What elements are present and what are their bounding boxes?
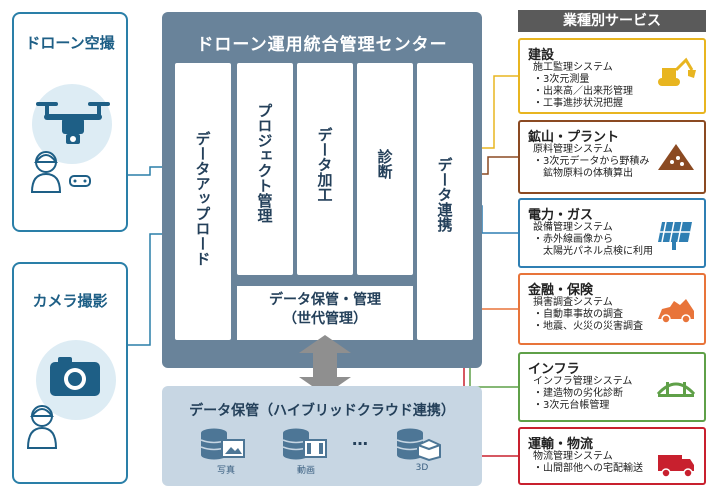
column-data-integration: データ連携 xyxy=(417,63,473,340)
database-3d-icon xyxy=(396,428,441,462)
service-line: インフラ管理システム xyxy=(533,376,633,387)
service-title: 電力・ガス xyxy=(528,208,594,223)
camera-icon xyxy=(26,357,100,449)
label-photo: 写真 xyxy=(216,466,235,476)
service-line: 物流管理システム xyxy=(533,451,613,462)
service-line: ・地震、火災の災害調査 xyxy=(533,321,643,332)
ellipsis: … xyxy=(352,430,368,449)
column-project-management: プロジェクト管理 xyxy=(237,63,293,275)
database-photo-icon xyxy=(200,428,245,460)
drone-icon xyxy=(30,102,110,193)
service-title: 建設 xyxy=(528,48,555,63)
service-line: ・3次元データから野積み xyxy=(533,156,650,167)
service-title: インフラ xyxy=(528,362,580,377)
service-finance-insurance: 金融・保険損害調査システム・自動車事故の調査・地震、火災の災害調査 xyxy=(518,273,706,345)
service-title: 鉱山・プラント xyxy=(528,130,620,145)
service-line: 原料管理システム xyxy=(533,144,613,155)
service-description: 施工監理システム・3次元測量・出来高／出来形管理・工事進捗状況把握 xyxy=(533,62,633,110)
excavator-icon xyxy=(656,54,696,94)
bottom-title: データ保管（ハイブリッドクラウド連携） xyxy=(189,403,455,419)
service-line: 損害調査システム xyxy=(533,297,613,308)
center-title: ドローン運用統合管理センター xyxy=(196,35,448,55)
service-line: ・3次元台帳管理 xyxy=(533,400,610,411)
service-infrastructure: インフラインフラ管理システム・建造物の劣化診断・3次元台帳管理 xyxy=(518,352,706,422)
service-description: 設備管理システム・赤外線画像から 太陽光パネル点検に利用 xyxy=(533,222,653,258)
service-line: ・自動車事故の調査 xyxy=(533,309,623,320)
truck-icon xyxy=(656,443,696,483)
hybrid-cloud-storage: データ保管（ハイブリッドクラウド連携） 写真 動画 … 3D xyxy=(162,386,482,486)
database-video-icon xyxy=(282,428,327,460)
service-transport-logistics: 運輸・物流物流管理システム・山間部他への宅配輸送 xyxy=(518,427,706,485)
service-mining-plant: 鉱山・プラント原料管理システム・3次元データから野積み 鉱物原料の体積算出 xyxy=(518,120,706,194)
column-diagnosis: 診断 xyxy=(357,63,413,275)
drone-title: ドローン空撮 xyxy=(25,34,115,52)
service-line: 鉱物原料の体積算出 xyxy=(533,168,633,179)
service-description: 原料管理システム・3次元データから野積み 鉱物原料の体積算出 xyxy=(533,144,649,180)
services-header: 業種別サービス xyxy=(518,10,706,32)
service-line: ・出来高／出来形管理 xyxy=(533,86,633,97)
label-video: 動画 xyxy=(296,466,315,476)
service-title: 金融・保険 xyxy=(528,283,594,298)
service-description: 物流管理システム・山間部他への宅配輸送 xyxy=(533,451,643,475)
double-arrow-icon xyxy=(299,335,351,395)
service-line: 施工監理システム xyxy=(533,62,613,73)
storage-management-box: データ保管・管理 （世代管理） xyxy=(237,286,413,340)
service-description: インフラ管理システム・建造物の劣化診断・3次元台帳管理 xyxy=(533,376,632,412)
service-line: ・赤外線画像から xyxy=(533,234,613,245)
service-line: 設備管理システム xyxy=(533,222,613,233)
service-line: 太陽光パネル点検に利用 xyxy=(533,246,653,257)
ore-pile-icon xyxy=(656,136,696,176)
car-accident-icon xyxy=(656,289,696,329)
service-line: ・工事進捗状況把握 xyxy=(533,98,623,109)
solar-panel-icon xyxy=(656,214,696,254)
label-3d: 3D xyxy=(415,463,429,473)
service-description: 損害調査システム・自動車事故の調査・地震、火災の災害調査 xyxy=(533,297,643,333)
service-title: 運輸・物流 xyxy=(528,437,594,452)
column-data-processing: データ加工 xyxy=(297,63,353,275)
service-line: ・建造物の劣化診断 xyxy=(533,388,623,399)
bridge-icon xyxy=(656,368,696,408)
service-power-gas: 電力・ガス設備管理システム・赤外線画像から 太陽光パネル点検に利用 xyxy=(518,198,706,268)
service-line: ・山間部他への宅配輸送 xyxy=(533,463,643,474)
column-data-upload: データアップロード xyxy=(175,63,231,340)
drone-box: ドローン空撮 xyxy=(12,12,128,232)
service-line: ・3次元測量 xyxy=(533,74,590,85)
camera-title: カメラ撮影 xyxy=(32,292,108,310)
camera-box: カメラ撮影 xyxy=(12,262,128,484)
service-construction: 建設施工監理システム・3次元測量・出来高／出来形管理・工事進捗状況把握 xyxy=(518,38,706,114)
